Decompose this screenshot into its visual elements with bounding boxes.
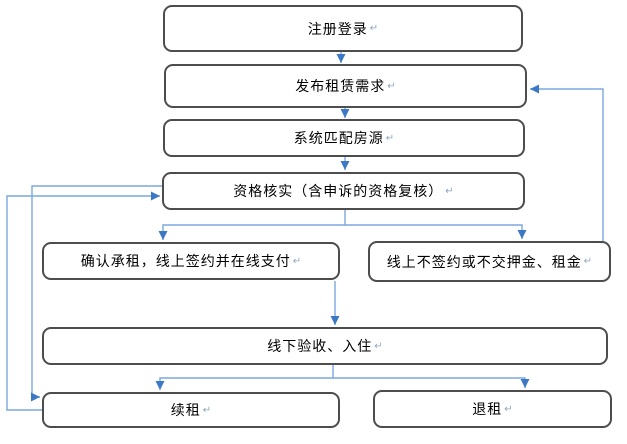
flow-box-system-match-housing: 系统匹配房源↵ — [163, 119, 525, 157]
box-label-qualification-verify: 资格核实（含申诉的资格复核） — [233, 183, 444, 199]
paragraph-return-mark: ↵ — [385, 132, 395, 144]
paragraph-return-mark: ↵ — [583, 256, 593, 267]
paragraph-return-mark: ↵ — [369, 23, 379, 34]
flow-box-terminate-lease: 退租↵ — [373, 390, 612, 428]
paragraph-return-mark: ↵ — [292, 255, 302, 267]
connector-renew-back-to-verify — [6, 191, 160, 411]
paragraph-return-mark: ↵ — [202, 404, 212, 416]
connector-checkin-to-renew — [155, 365, 334, 390]
connector-verify-to-renew-return — [31, 185, 162, 402]
box-label-terminate-lease: 退租 — [472, 401, 503, 417]
box-label-system-match-housing: 系统匹配房源 — [293, 130, 384, 146]
connector-checkin-to-terminate — [333, 377, 530, 388]
flow-box-renew-lease: 续租↵ — [42, 392, 340, 428]
flow-box-no-sign-or-no-deposit: 线上不签约或不交押金、租金↵ — [368, 241, 611, 282]
paragraph-return-mark: ↵ — [374, 340, 383, 352]
flow-box-confirm-lease-sign-pay: 确认承租，线上签约并在线支付↵ — [42, 242, 340, 280]
flow-box-qualification-verify: 资格核实（含申诉的资格复核）↵ — [162, 172, 525, 210]
paragraph-return-mark: ↵ — [445, 185, 454, 197]
box-label-offline-acceptance-checkin: 线下验收、入住 — [267, 338, 373, 354]
paragraph-return-mark: ↵ — [387, 80, 396, 92]
connector-nosign-back-to-publish — [530, 84, 604, 241]
flow-box-offline-acceptance-checkin: 线下验收、入住↵ — [42, 327, 608, 365]
box-label-no-sign-or-no-deposit: 线上不签约或不交押金、租金 — [386, 253, 582, 270]
box-label-publish-rental-demand: 发布租赁需求 — [295, 78, 386, 94]
connector-verify-to-confirm — [158, 210, 346, 240]
box-label-renew-lease: 续租 — [170, 402, 201, 418]
flow-box-register-login: 注册登录↵ — [163, 5, 523, 52]
flow-box-publish-rental-demand: 发布租赁需求↵ — [164, 64, 527, 108]
box-label-confirm-lease-sign-pay: 确认承租，线上签约并在线支付 — [80, 253, 291, 269]
paragraph-return-mark: ↵ — [504, 403, 513, 415]
connector-verify-to-nosign — [345, 224, 527, 239]
box-label-register-login: 注册登录 — [307, 20, 368, 37]
